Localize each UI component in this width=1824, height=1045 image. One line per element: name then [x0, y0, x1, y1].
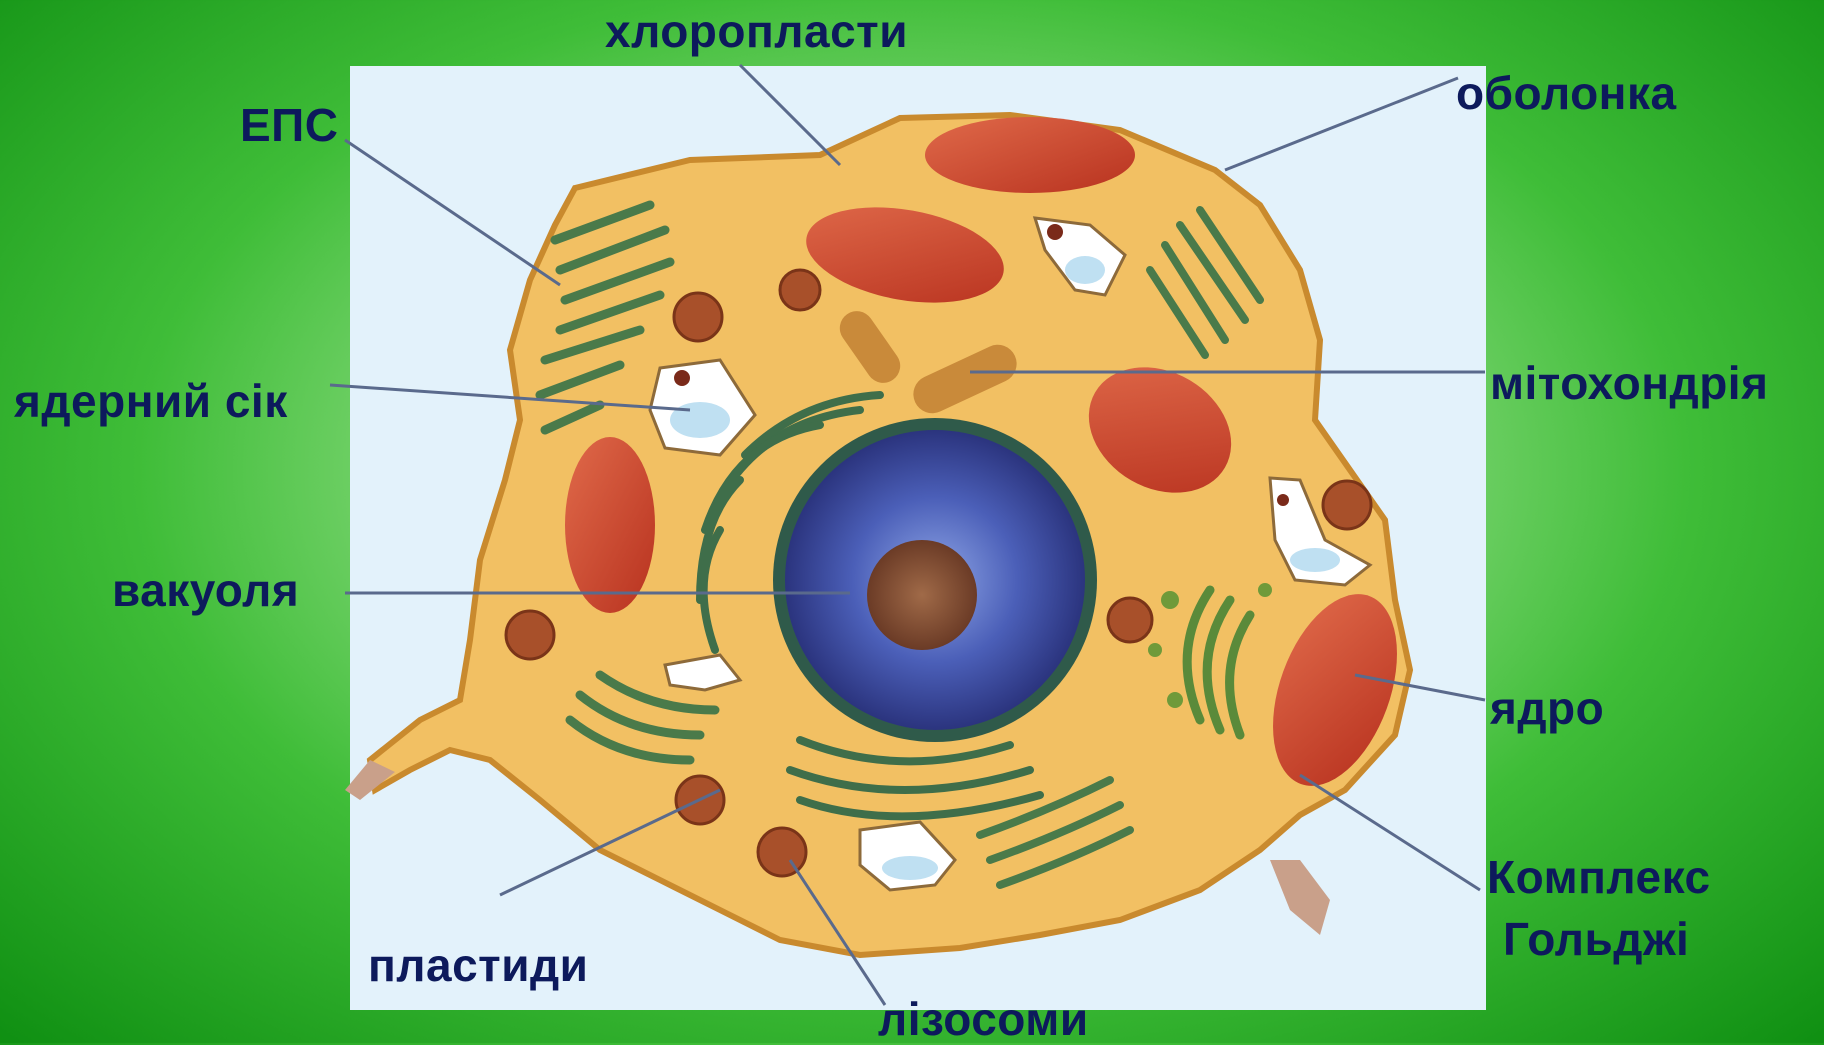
label-nucleus: ядро	[1490, 685, 1604, 731]
leader-line-chloroplasts	[740, 65, 840, 165]
leader-line-eps	[345, 140, 560, 285]
label-golgi-line1: Комплекс	[1487, 846, 1711, 908]
label-vacuole: вакуоля	[112, 567, 299, 613]
label-mitochondria: мітохондрія	[1490, 360, 1768, 406]
nucleolus	[867, 540, 977, 650]
label-plastids: пластиди	[368, 942, 588, 988]
mitochondrion	[925, 117, 1135, 193]
label-nuclear-sap: ядерний сік	[14, 378, 288, 424]
label-golgi: Комплекс Гольджі	[1487, 846, 1711, 970]
label-eps: ЕПС	[240, 102, 338, 148]
label-membrane: оболонка	[1456, 70, 1677, 116]
label-golgi-line2: Гольджі	[1487, 908, 1711, 970]
leader-line-membrane	[1225, 78, 1458, 170]
leader-line-golgi	[1300, 775, 1480, 890]
mitochondrion	[565, 437, 655, 613]
label-lysosomes: лізосоми	[878, 996, 1089, 1042]
cell-projection-bottom	[1270, 860, 1330, 935]
label-chloroplasts: хлоропласти	[605, 8, 908, 54]
